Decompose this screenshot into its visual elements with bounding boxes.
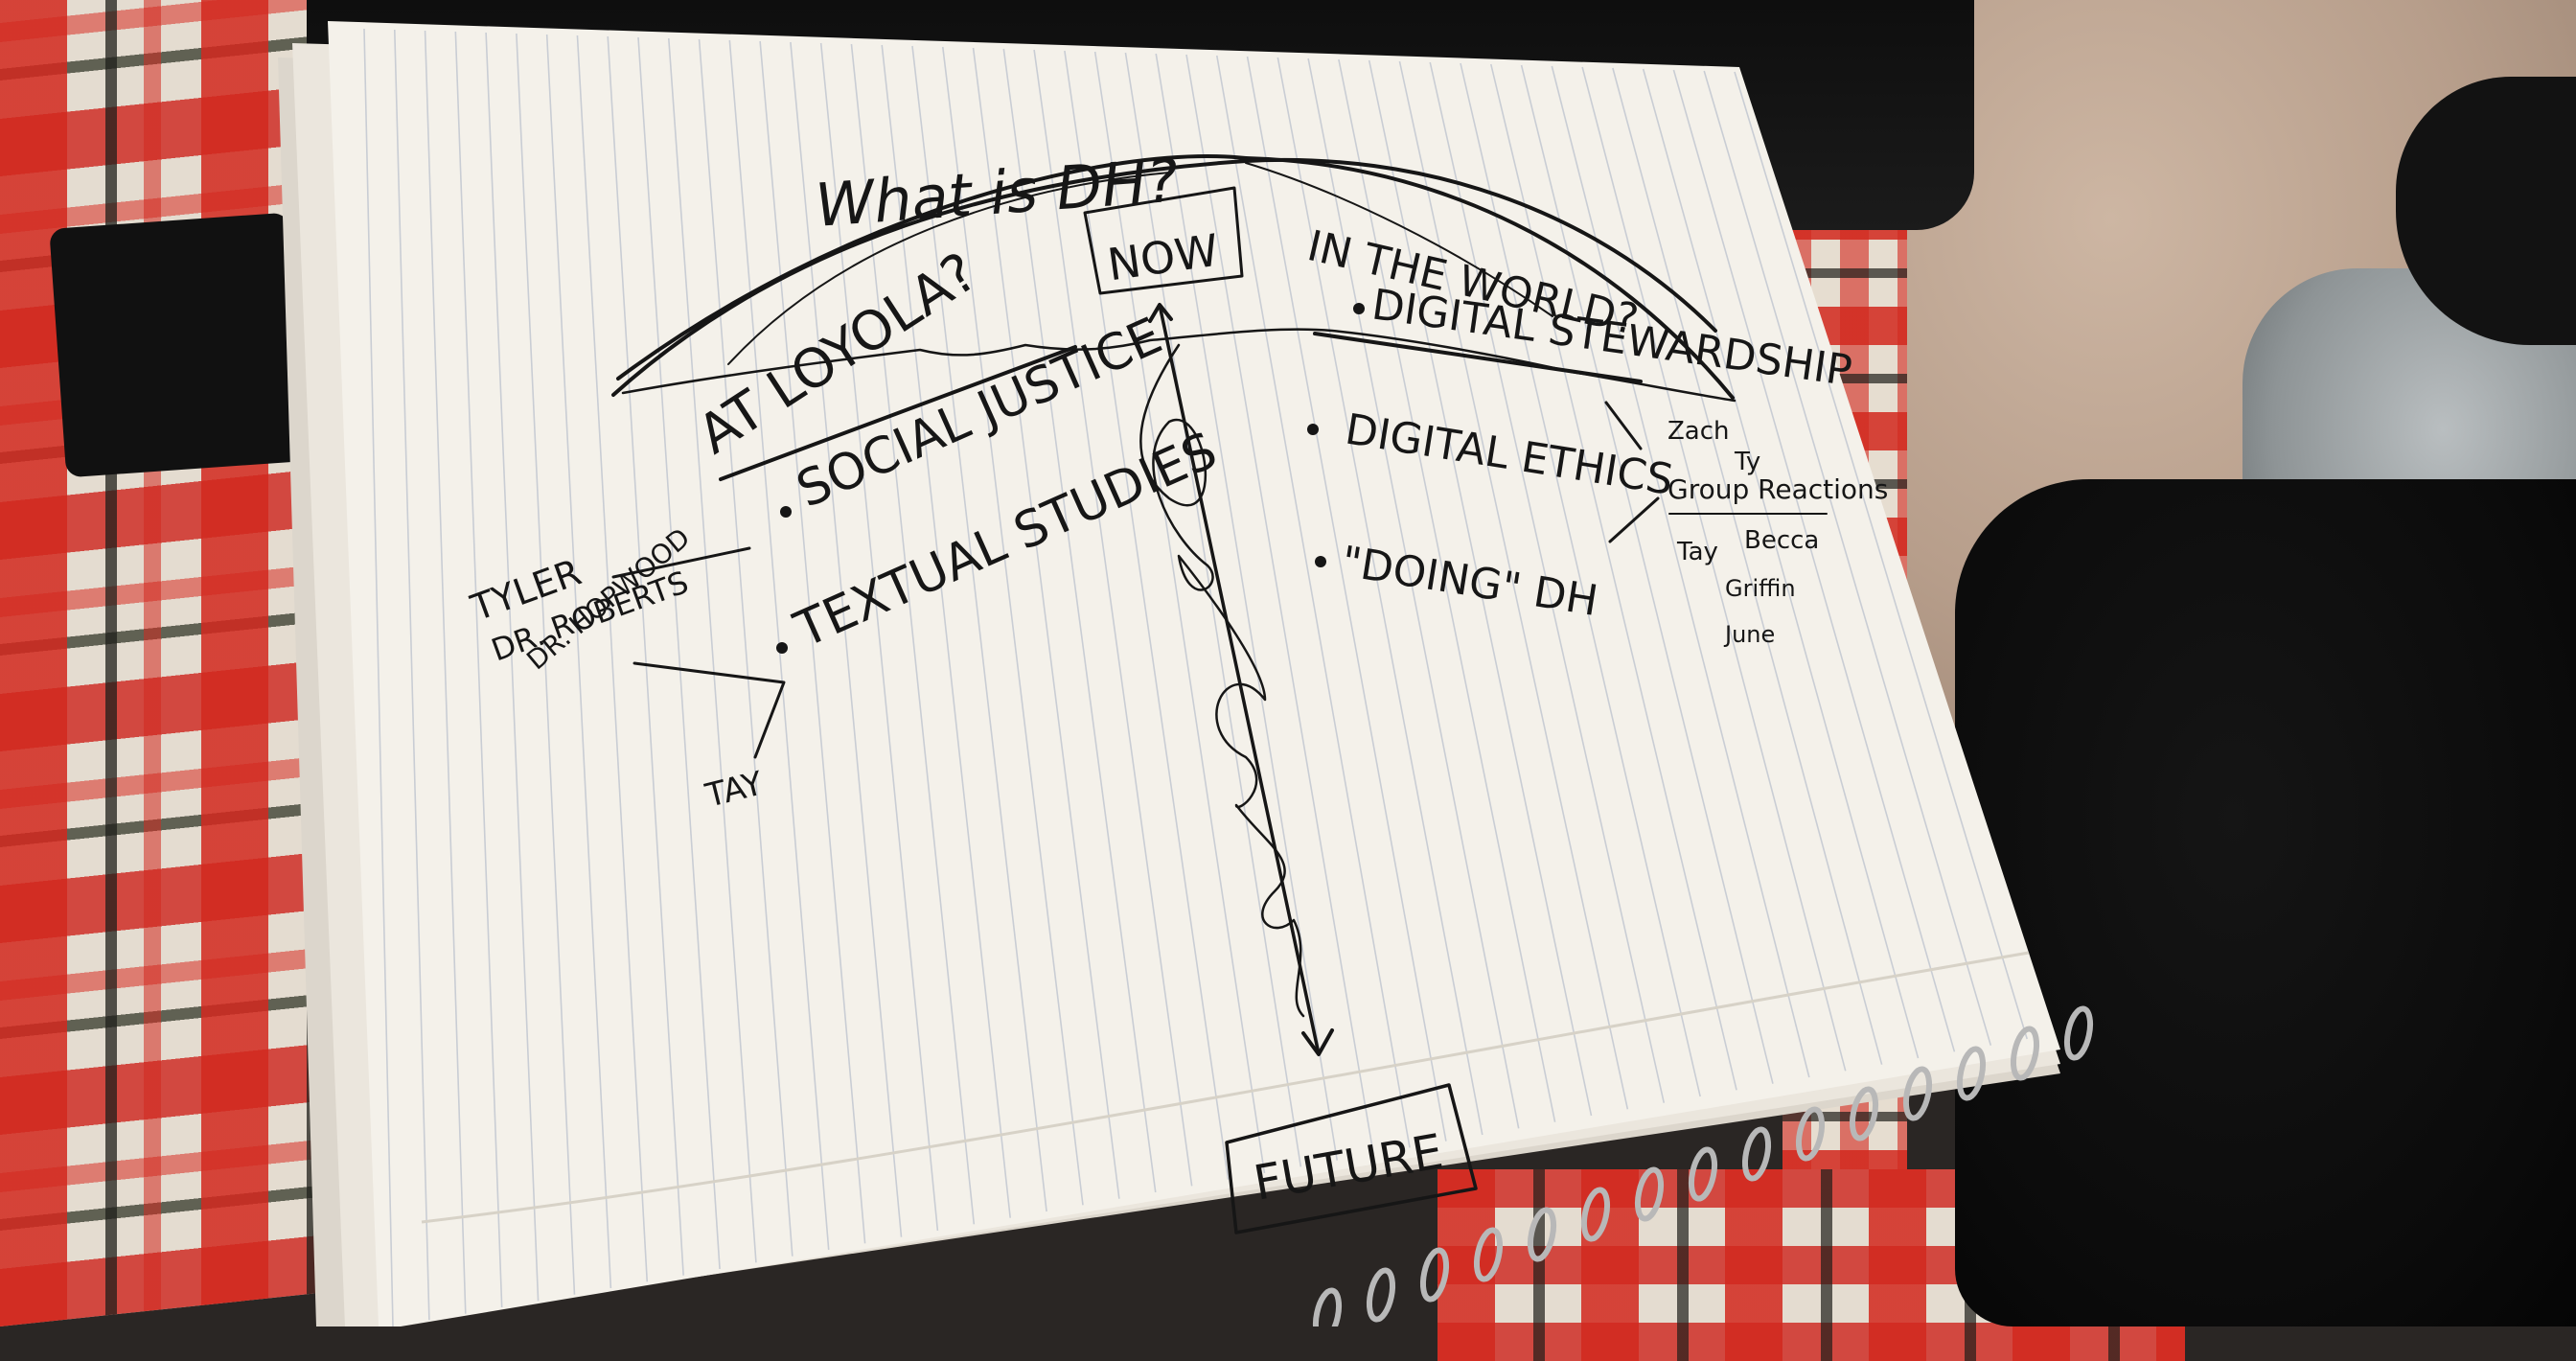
spiral-coil [2010,1026,2040,1081]
ruled-line [1734,71,2028,1040]
spiral-coil [1688,1146,1718,1202]
spiral-coil [1634,1166,1665,1222]
bullet-textual-studies [776,642,788,654]
spiral-coil [1527,1207,1557,1262]
ruled-line [1064,50,1230,1180]
umbrella-canopy-rib-left [616,154,1248,381]
ruled-line [1185,54,1374,1155]
name-right-2: Ty [1734,448,1760,476]
ruled-line [1489,63,1737,1091]
bullets [776,303,1365,654]
ruled-line [1581,66,1847,1072]
umbrella-canopy-rib-right [1244,156,1735,400]
notebook: What is DH? NOW AT LOYOLA? IN THE WORLD?… [278,21,2094,1326]
bullet-digital-ethics [1307,424,1319,435]
name-right-1: Zach [1668,417,1730,446]
ruled-line [516,33,576,1295]
now-box [1083,186,1244,295]
ruled-line [759,40,866,1244]
ruled-line [1612,67,1883,1065]
spiral-coil [1366,1267,1396,1323]
ruled-line [667,37,757,1263]
spiral-coil [1849,1086,1879,1142]
spiral-coil [1580,1187,1611,1242]
ruled-line [576,35,649,1282]
ruled-line [424,30,467,1314]
spiral-coil [1902,1066,1933,1121]
connector-line-ethics [1608,496,1660,543]
ruled-line [607,35,684,1276]
black-bag [1955,479,2576,1326]
ruled-line [911,45,1047,1212]
ruled-line [1460,62,1701,1097]
shaft-arrow-up [1148,303,1173,323]
spiral-coil [1419,1247,1450,1303]
ruled-lines [363,28,2028,1326]
name-right-5: Griffin [1725,575,1796,602]
ruled-line [1338,58,1556,1122]
ruled-line [1642,68,1920,1059]
bullet-digital-stewardship [1353,303,1365,314]
umbrella-rib-2 [1245,162,1553,317]
name-right-6: June [1723,621,1775,648]
spiral-coil [1473,1227,1504,1282]
ruled-line [819,42,939,1232]
ruled-line [393,29,430,1321]
shaft-arrow-down [1301,1028,1334,1056]
name-right-3: Tay [1676,538,1718,566]
ruled-line [1672,69,1956,1052]
umbrella-shaft [1158,303,1320,1051]
ruled-line [485,32,540,1302]
bullet-social-justice [780,506,792,518]
ruled-line [1703,70,1992,1046]
spiral-coil [1312,1287,1343,1326]
ruled-line [1093,51,1266,1174]
name-right-4: Becca [1744,526,1819,555]
ruled-line [1276,57,1484,1136]
shaft-spiral [1139,343,1305,1018]
ruled-line [1124,52,1302,1167]
ruled-line [790,41,903,1237]
ruled-line [1429,61,1666,1103]
ruled-line [363,28,394,1326]
group-reactions-label: Group Reactions [1668,473,1888,505]
ruled-line [454,31,503,1308]
connector-line-tay [632,661,786,759]
ruled-line [545,34,612,1289]
future-box [1225,1083,1478,1234]
ruled-line [1398,60,1629,1110]
ruled-line [1307,58,1520,1129]
at-loyola-underline [719,345,1077,481]
ruled-line [850,43,976,1225]
ruled-line [637,36,721,1270]
ruled-line [1215,55,1411,1148]
ruled-line [698,38,794,1257]
ruled-line [972,47,1120,1199]
connector-line-stewardship [1604,401,1643,450]
ruled-line [1155,53,1339,1161]
notebook-page [328,21,2060,1326]
connector-line-names [611,546,751,579]
ruled-line [1002,48,1157,1193]
bullet-doing-dh [1315,556,1326,567]
ruled-line [1368,59,1593,1117]
umbrella-rib-1 [727,172,1170,365]
ruled-line [1033,49,1193,1187]
ruled-line [1246,56,1447,1142]
spiral-binding [1312,1005,2094,1326]
spiral-coil [1795,1106,1826,1162]
in-the-world-underline [1313,332,1643,383]
ruled-line [1551,65,1810,1078]
ruled-line [941,46,1084,1206]
spiral-coil [1741,1126,1772,1182]
page-fold [421,947,2052,1224]
spiral-coil [2063,1005,2094,1061]
spiral-coil [1956,1046,1987,1101]
ruled-line [1520,64,1774,1084]
